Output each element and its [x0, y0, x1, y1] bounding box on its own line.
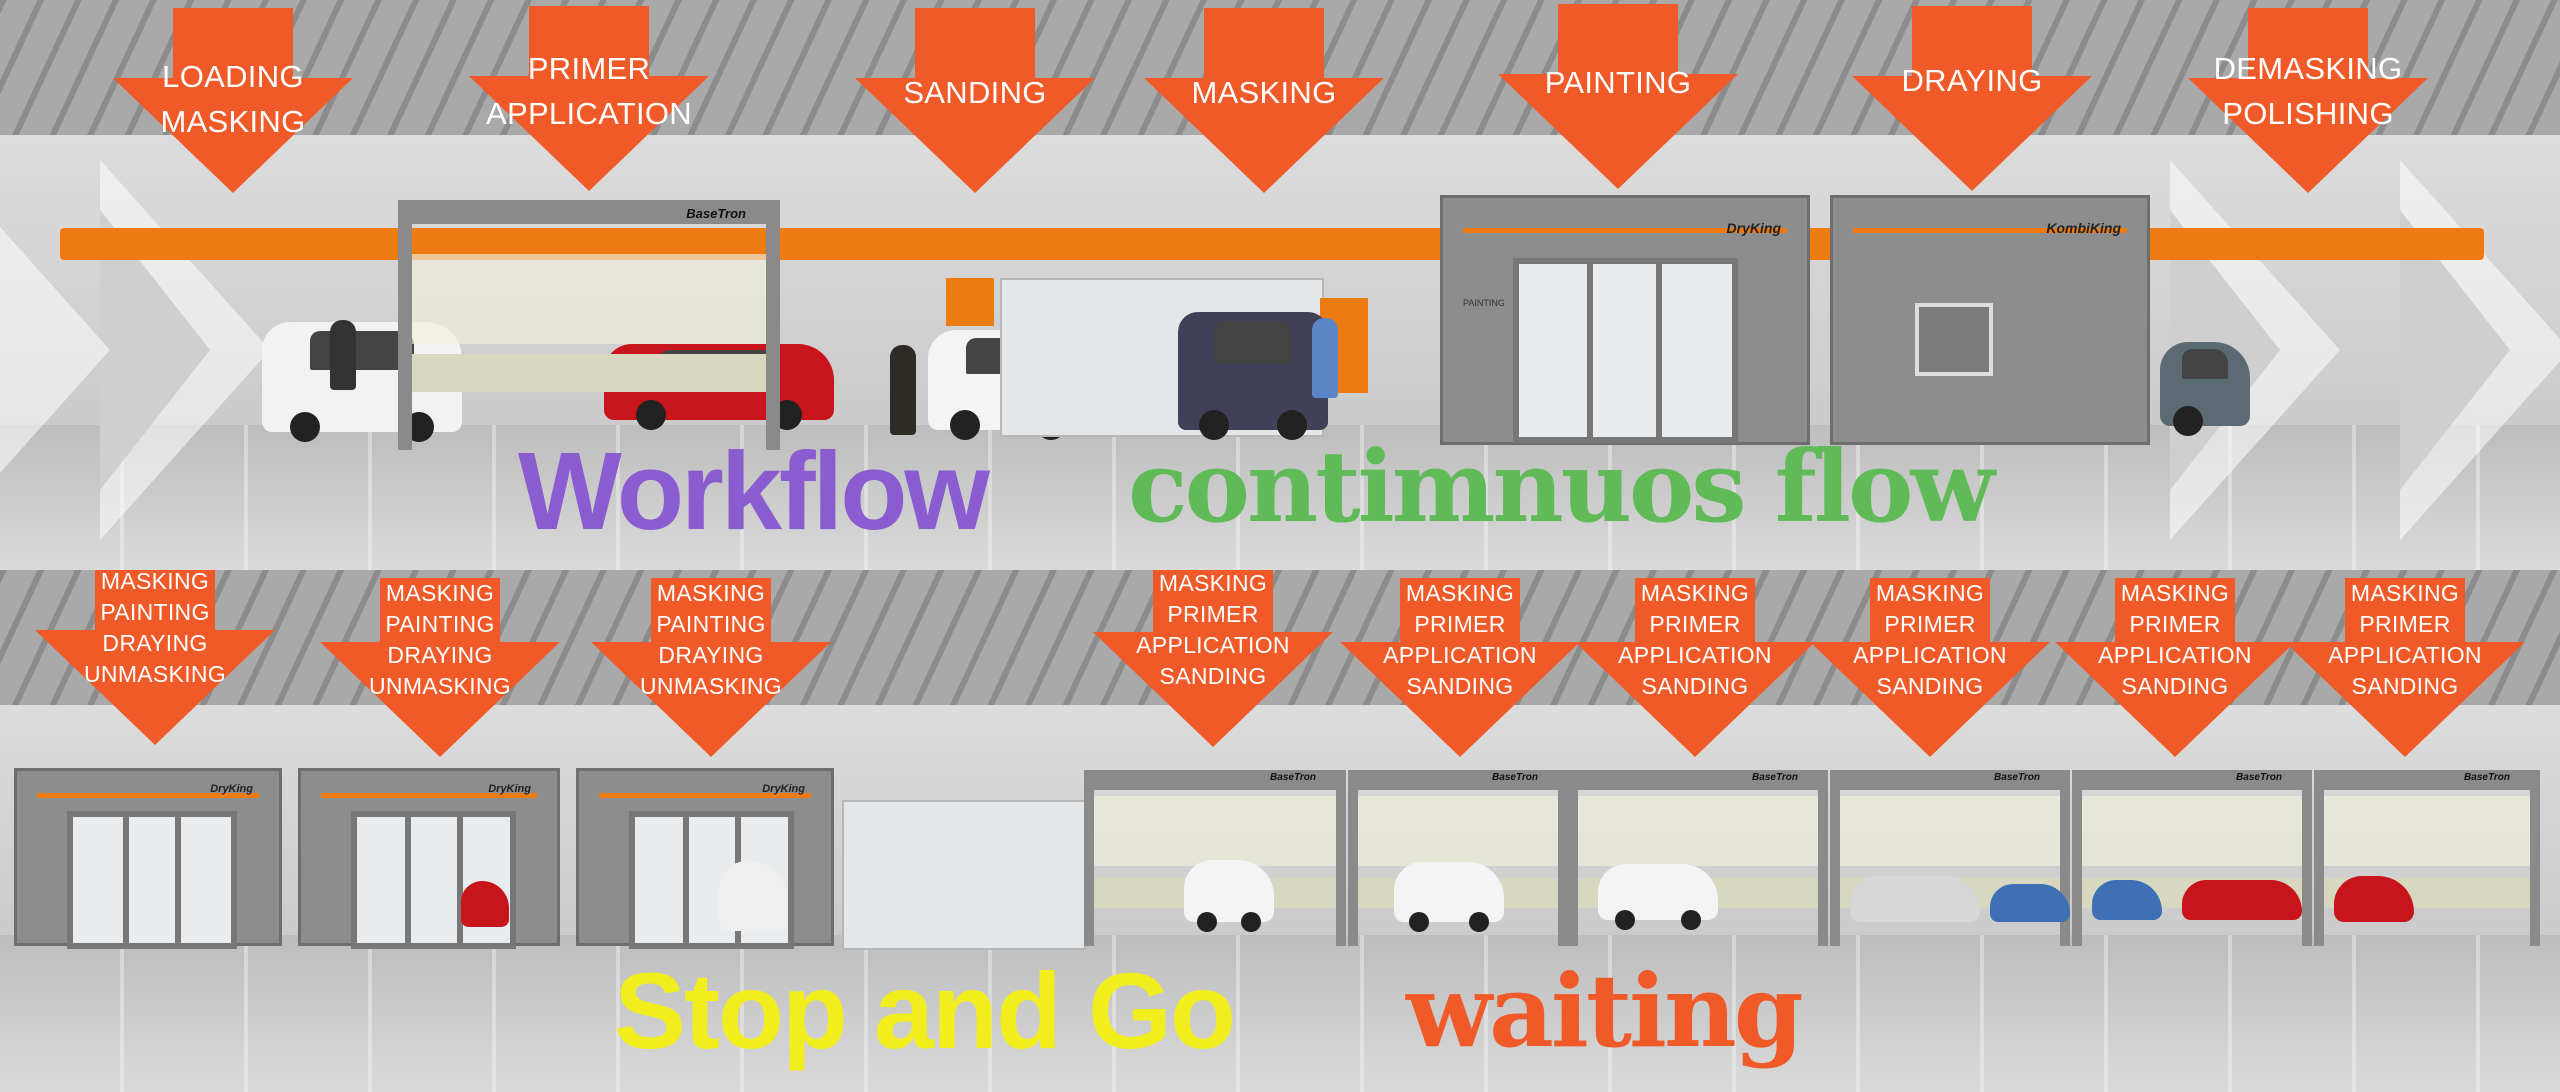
car-silver — [1850, 876, 1980, 922]
process-step-arrow: MASKING PRIMER APPLICATION SANDING — [1810, 578, 2050, 768]
primer-booth: BaseTron — [398, 200, 780, 450]
car-grey-suv — [2160, 342, 2250, 436]
booth-brand-label: DryKing — [1726, 220, 1781, 236]
process-step-arrow: MASKING PRIMER APPLICATION SANDING — [1575, 578, 1815, 768]
step-label: MASKING PRIMER APPLICATION SANDING — [1383, 580, 1537, 699]
paint-booth-dryking: DryKing — [14, 768, 282, 949]
step-label: SANDING — [903, 75, 1047, 110]
drying-booth-kombiking: KombiKing — [1830, 195, 2150, 445]
step-label: MASKING PRIMER APPLICATION SANDING — [1136, 570, 1290, 689]
waiting-title: waiting — [1406, 952, 1804, 1070]
process-step-arrow: PAINTING — [1498, 4, 1738, 189]
process-step-arrow: DRAYING — [1852, 6, 2092, 191]
process-step-arrow: MASKING PAINTING DRAYING UNMASKING — [35, 570, 275, 756]
floor — [0, 935, 2560, 1092]
step-label: MASKING PAINTING DRAYING UNMASKING — [84, 570, 226, 687]
paint-booth-dryking: DryKing — [576, 768, 834, 949]
worker — [330, 320, 356, 390]
car-dark-pickup — [1178, 312, 1328, 440]
step-label: DRAYING — [1901, 63, 2043, 98]
paint-booth-dryking: DryKing PAINTING — [1440, 195, 1810, 445]
process-step-arrow: DEMASKING POLISHING — [2188, 8, 2428, 193]
primer-booth: BaseTron — [1348, 770, 1568, 946]
process-step-arrow: MASKING PRIMER APPLICATION SANDING — [1093, 570, 1333, 758]
process-step-arrow: MASKING PRIMER APPLICATION SANDING — [2285, 578, 2525, 768]
booth-doors — [351, 811, 516, 949]
process-step-arrow: MASKING PAINTING DRAYING UNMASKING — [591, 578, 831, 768]
booth-brand-label: BaseTron — [1752, 772, 1798, 783]
process-step-arrow: MASKING — [1144, 8, 1384, 193]
booth-brand-label: DryKing — [488, 783, 531, 795]
car-white — [719, 861, 787, 931]
car-red — [2182, 880, 2302, 920]
booth-brand-label: BaseTron — [686, 206, 746, 221]
booth-brand-label: BaseTron — [1492, 772, 1538, 783]
booth-brand-label: BaseTron — [2236, 772, 2282, 783]
floor — [0, 425, 2560, 570]
primer-booth: BaseTron — [1084, 770, 1346, 946]
mixing-room — [842, 800, 1086, 950]
flow-chevron — [0, 160, 110, 540]
process-step-arrow: MASKING PAINTING DRAYING UNMASKING — [320, 578, 560, 768]
car-blue — [2092, 880, 2162, 920]
car-white-coupe — [1598, 864, 1718, 930]
car-blue — [1990, 884, 2070, 922]
step-label: MASKING — [1191, 75, 1337, 110]
primer-booth: BaseTron — [2072, 770, 2312, 946]
step-label: PRIMER APPLICATION — [486, 51, 692, 131]
primer-booth: BaseTron — [1830, 770, 2070, 946]
process-step-arrow: MASKING PRIMER APPLICATION SANDING — [1340, 578, 1580, 768]
primer-booth: BaseTron — [2314, 770, 2540, 946]
booth-doors — [1513, 258, 1738, 443]
process-step-arrow: SANDING — [855, 8, 1095, 193]
booth-brand-label: BaseTron — [1270, 772, 1316, 783]
workflow-title: Workflow — [518, 430, 990, 553]
step-label: MASKING PRIMER APPLICATION SANDING — [1618, 580, 1772, 699]
car-red — [461, 881, 509, 927]
process-step-arrow: LOADING MASKING — [113, 8, 353, 193]
booth-brand-label: DryKing — [210, 783, 253, 795]
stop-and-go-panel: DryKing DryKing DryKing BaseTron BaseTro… — [0, 570, 2560, 1092]
step-label: PAINTING — [1544, 65, 1692, 100]
booth-brand-label: DryKing — [762, 783, 805, 795]
booth-brand-label: BaseTron — [2464, 772, 2510, 783]
booth-brand-label: KombiKing — [2046, 220, 2121, 236]
paint-booth-dryking: DryKing — [298, 768, 560, 949]
booth-brand-label: BaseTron — [1994, 772, 2040, 783]
continuous-flow-title: contimnuos flow — [1128, 430, 1995, 545]
car-white-sedan — [1184, 860, 1274, 932]
stop-and-go-title: Stop and Go — [614, 950, 1236, 1071]
car-red — [2334, 876, 2414, 922]
car-white-sedan — [1394, 862, 1504, 932]
step-label: MASKING PRIMER APPLICATION SANDING — [1853, 580, 2007, 699]
booth-sign: PAINTING — [1463, 298, 1505, 308]
process-step-arrow: MASKING PRIMER APPLICATION SANDING — [2055, 578, 2295, 768]
step-label: MASKING PRIMER APPLICATION SANDING — [2328, 580, 2482, 699]
step-label: MASKING PAINTING DRAYING UNMASKING — [640, 580, 782, 699]
step-label: MASKING PRIMER APPLICATION SANDING — [2098, 580, 2252, 699]
step-label: LOADING MASKING — [160, 59, 306, 139]
worker — [1312, 318, 1338, 398]
worker — [890, 345, 916, 435]
primer-booth: BaseTron — [1568, 770, 1828, 946]
booth-doors — [67, 811, 237, 949]
step-label: DEMASKING POLISHING — [2213, 51, 2403, 131]
continuous-flow-panel: BaseTron DryKing PAINTING KombiKing LOAD… — [0, 0, 2560, 570]
process-step-arrow: PRIMER APPLICATION — [469, 6, 709, 191]
step-label: MASKING PAINTING DRAYING UNMASKING — [369, 580, 511, 699]
booth-window — [1915, 303, 1993, 376]
